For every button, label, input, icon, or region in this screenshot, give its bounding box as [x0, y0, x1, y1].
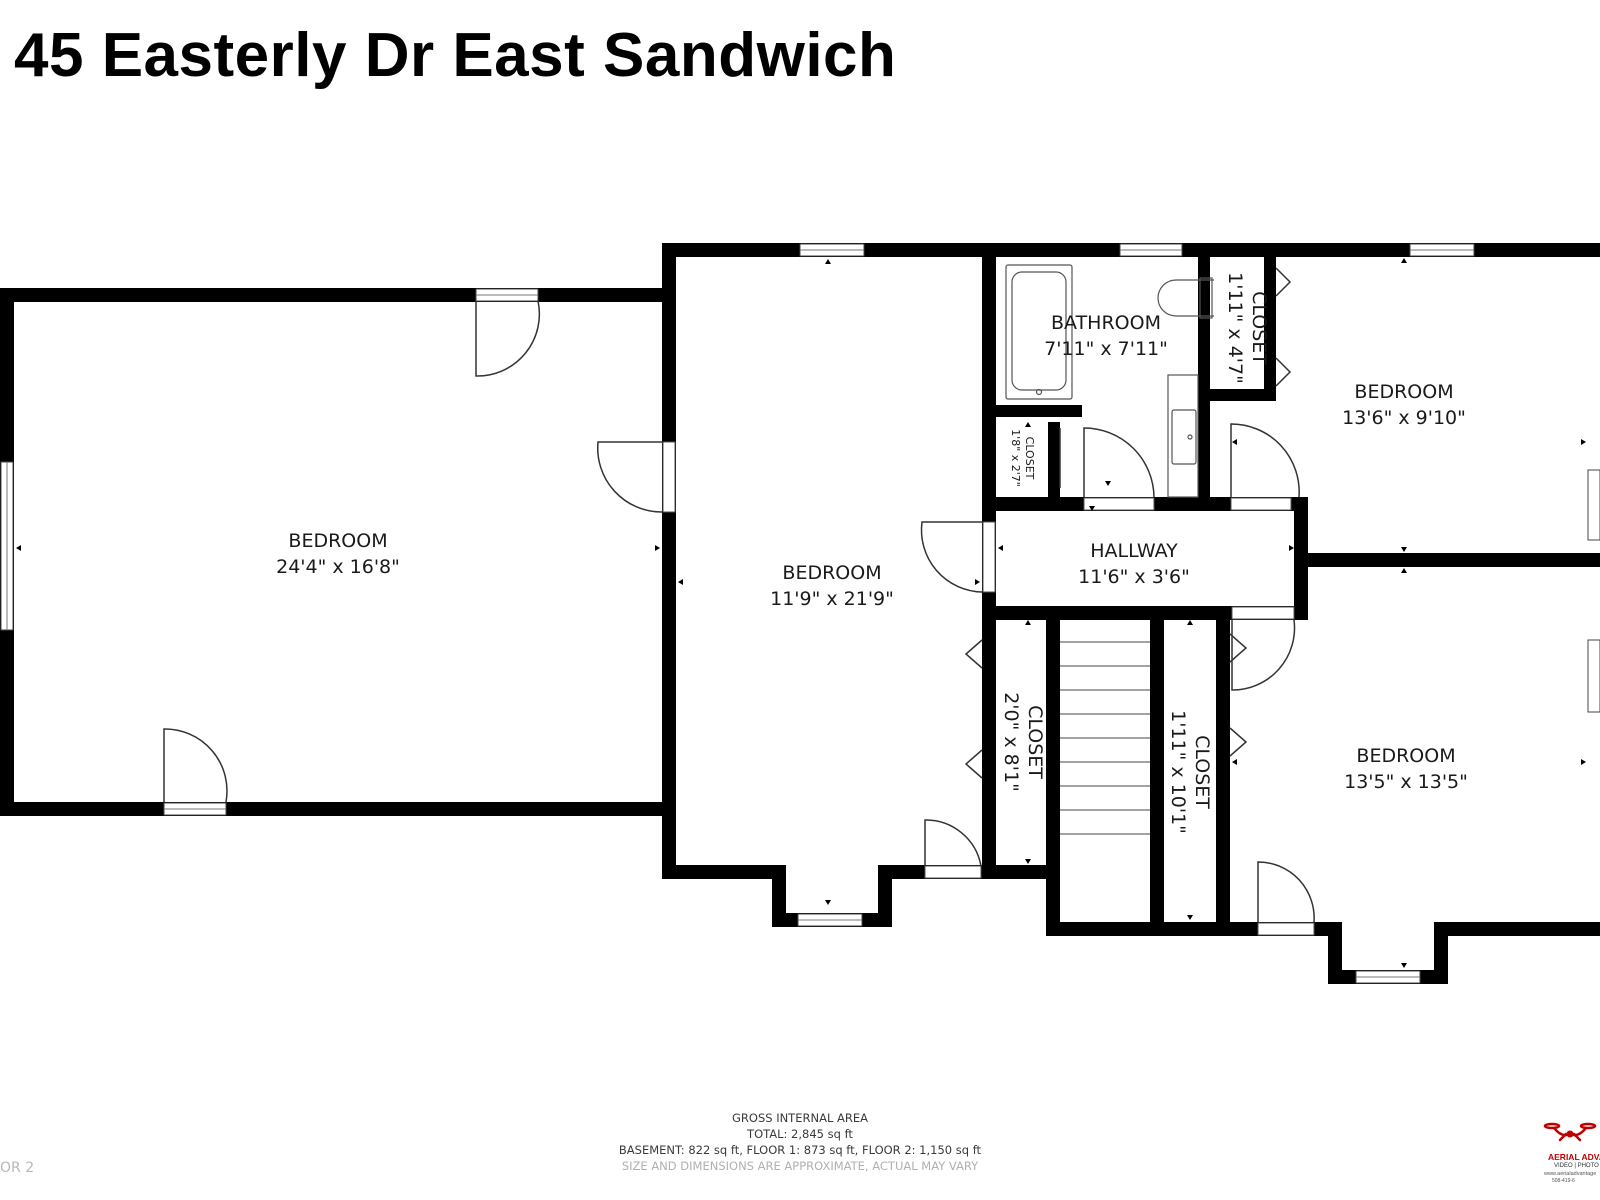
window — [1587, 469, 1600, 541]
door-swing — [1257, 861, 1315, 923]
wall — [1210, 389, 1276, 401]
wall — [1046, 620, 1060, 936]
room-dims-closet-right: 1'11" x 10'1" — [1167, 710, 1189, 834]
room-dims-bedroom-se: 13'5" x 13'5" — [1344, 771, 1468, 793]
room-name-bedroom-ne: BEDROOM — [1354, 381, 1453, 403]
door-swing — [924, 819, 982, 867]
wall — [1434, 922, 1448, 984]
door-swing — [920, 521, 983, 593]
logo-tagline: VIDEO | PHOTO — [1554, 1163, 1599, 1169]
drone-icon — [1543, 1122, 1597, 1142]
door-openings — [662, 441, 1315, 936]
door-swing — [1083, 427, 1155, 498]
area-heading: GROSS INTERNAL AREA — [731, 1111, 868, 1125]
room-dims-closet-ne: 1'11" x 4'7" — [1224, 272, 1246, 384]
area-breakdown: BASEMENT: 822 sq ft, FLOOR 1: 873 sq ft,… — [618, 1143, 982, 1157]
door-swing — [1231, 619, 1296, 691]
room-name-bathroom: BATHROOM — [1051, 312, 1161, 334]
logo-phone: 508-419-6 — [1552, 1178, 1575, 1184]
walls — [0, 243, 1600, 984]
room-name-closet-ne: CLOSET — [1248, 291, 1270, 365]
wall — [1328, 922, 1342, 984]
wall — [982, 606, 1302, 620]
room-dims-bedroom-ne: 13'6" x 9'10" — [1342, 407, 1466, 429]
room-dims-bedroom-center: 11'9" x 21'9" — [770, 588, 894, 610]
wall — [1198, 257, 1210, 511]
stairs — [1060, 641, 1150, 835]
sink — [1171, 409, 1197, 465]
room-dims-closet-small: 1'8" x 2'7" — [1009, 429, 1022, 487]
company-logo: AERIAL ADVAN VIDEO | PHOTO www.aerialadv… — [1540, 1112, 1600, 1192]
room-name-bedroom-se: BEDROOM — [1356, 745, 1455, 767]
area-disclaimer: SIZE AND DIMENSIONS ARE APPROXIMATE, ACT… — [621, 1159, 979, 1173]
door-swing — [596, 441, 663, 513]
room-dims-hallway: 11'6" x 3'6" — [1078, 566, 1190, 588]
wall — [1216, 620, 1230, 936]
wall — [662, 243, 676, 879]
room-dims-closet-left: 2'0" x 8'1" — [1000, 692, 1022, 792]
bathtub — [1005, 264, 1073, 400]
door-swing — [163, 728, 228, 803]
room-name-closet-small: CLOSET — [1023, 437, 1036, 480]
dimension-markers — [16, 258, 1586, 968]
window — [1587, 639, 1600, 713]
logo-brand: AERIAL ADVAN — [1548, 1152, 1600, 1162]
room-name-bedroom-west: BEDROOM — [288, 530, 387, 552]
wall — [878, 865, 892, 927]
wall — [1294, 497, 1308, 620]
wall — [662, 865, 786, 879]
wall — [1264, 257, 1276, 401]
room-name-hallway: HALLWAY — [1090, 540, 1178, 562]
door-swings — [163, 300, 1315, 923]
room-name-closet-left: CLOSET — [1024, 705, 1046, 779]
room-dims-bathroom: 7'11" x 7'11" — [1044, 338, 1168, 360]
wall — [1048, 422, 1060, 497]
floor-label: OR 2 — [0, 1160, 35, 1176]
wall — [1150, 620, 1164, 936]
wall — [1308, 553, 1600, 567]
toilet — [1157, 279, 1214, 317]
room-name-closet-right: CLOSET — [1191, 735, 1213, 809]
bathroom-fixtures — [1005, 264, 1214, 498]
door-swing — [1230, 423, 1300, 498]
page-title: 45 Easterly Dr East Sandwich — [14, 21, 897, 90]
room-name-bedroom-center: BEDROOM — [782, 562, 881, 584]
window-center-lines — [6, 249, 1474, 978]
area-total: TOTAL: 2,845 sq ft — [747, 1127, 853, 1141]
logo-url: www.aerialadvantage — [1544, 1171, 1597, 1177]
windows — [0, 243, 1600, 984]
vanity — [1167, 374, 1199, 498]
bifold-doors — [964, 267, 1292, 779]
door-swing — [475, 300, 541, 377]
room-dims-bedroom-west: 24'4" x 16'8" — [276, 556, 400, 578]
wall — [996, 405, 1082, 417]
area-summary: GROSS INTERNAL AREA TOTAL: 2,845 sq ft B… — [0, 1110, 1600, 1174]
wall — [1434, 922, 1600, 936]
wall — [772, 865, 786, 927]
